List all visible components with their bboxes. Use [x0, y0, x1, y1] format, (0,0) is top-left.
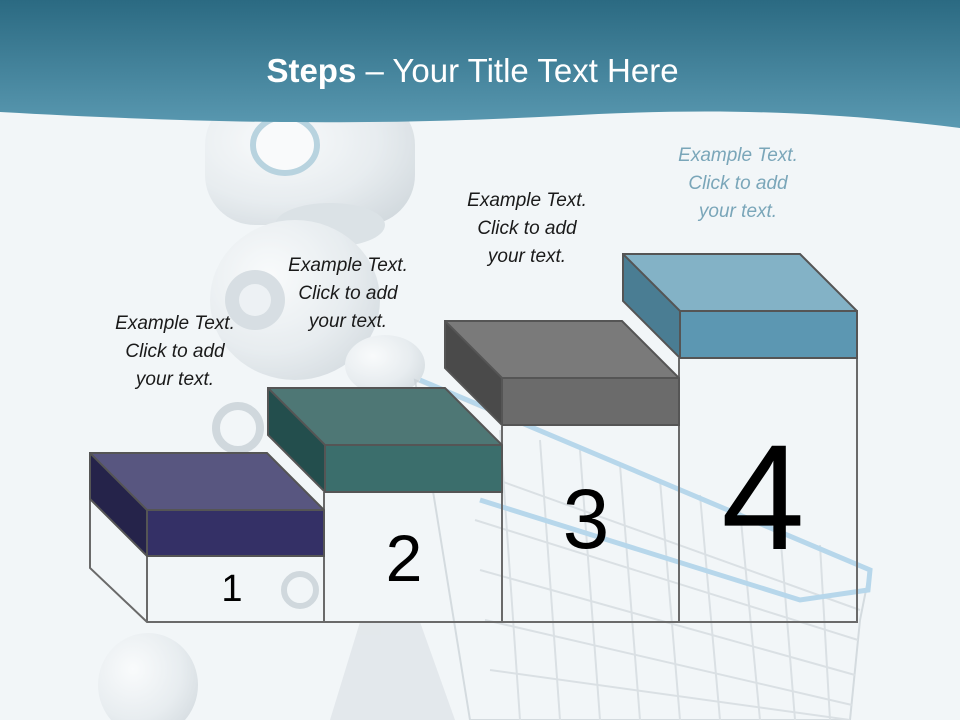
caption-line: Click to add: [298, 283, 398, 304]
step-box-1[interactable]: [89, 452, 325, 557]
caption-line: Example Text.: [115, 313, 235, 334]
caption-line: your text.: [135, 369, 215, 390]
robot-illustration: [98, 95, 455, 720]
step-1-number: 1: [221, 568, 243, 610]
caption-line: your text.: [698, 201, 778, 222]
step-2-caption[interactable]: Example Text. Click to add your text.: [248, 252, 448, 336]
caption-line: Example Text.: [467, 190, 587, 211]
caption-line: Click to add: [477, 218, 577, 239]
step-4-caption[interactable]: Example Text. Click to add your text.: [638, 142, 838, 226]
step-2-number: 2: [385, 521, 423, 595]
step-box-4[interactable]: [622, 253, 858, 359]
caption-line: Example Text.: [678, 145, 798, 166]
header-band: [0, 0, 960, 128]
shopping-cart-illustration: [413, 377, 873, 720]
caption-line: Example Text.: [288, 255, 408, 276]
step-4-number: 4: [721, 413, 805, 581]
step-3-caption[interactable]: Example Text. Click to add your text.: [427, 187, 627, 271]
step-box-2[interactable]: [267, 387, 503, 493]
title-rest: – Your Title Text Here: [356, 52, 679, 89]
caption-line: Click to add: [125, 341, 225, 362]
step-3-number: 3: [562, 472, 610, 566]
slide-title[interactable]: Steps – Your Title Text Here: [0, 52, 945, 90]
step-box-3[interactable]: [444, 320, 680, 426]
caption-line: Click to add: [688, 173, 788, 194]
step-1-caption[interactable]: Example Text. Click to add your text.: [75, 310, 275, 394]
caption-line: your text.: [487, 246, 567, 267]
caption-line: your text.: [308, 311, 388, 332]
title-bold: Steps: [266, 52, 357, 89]
